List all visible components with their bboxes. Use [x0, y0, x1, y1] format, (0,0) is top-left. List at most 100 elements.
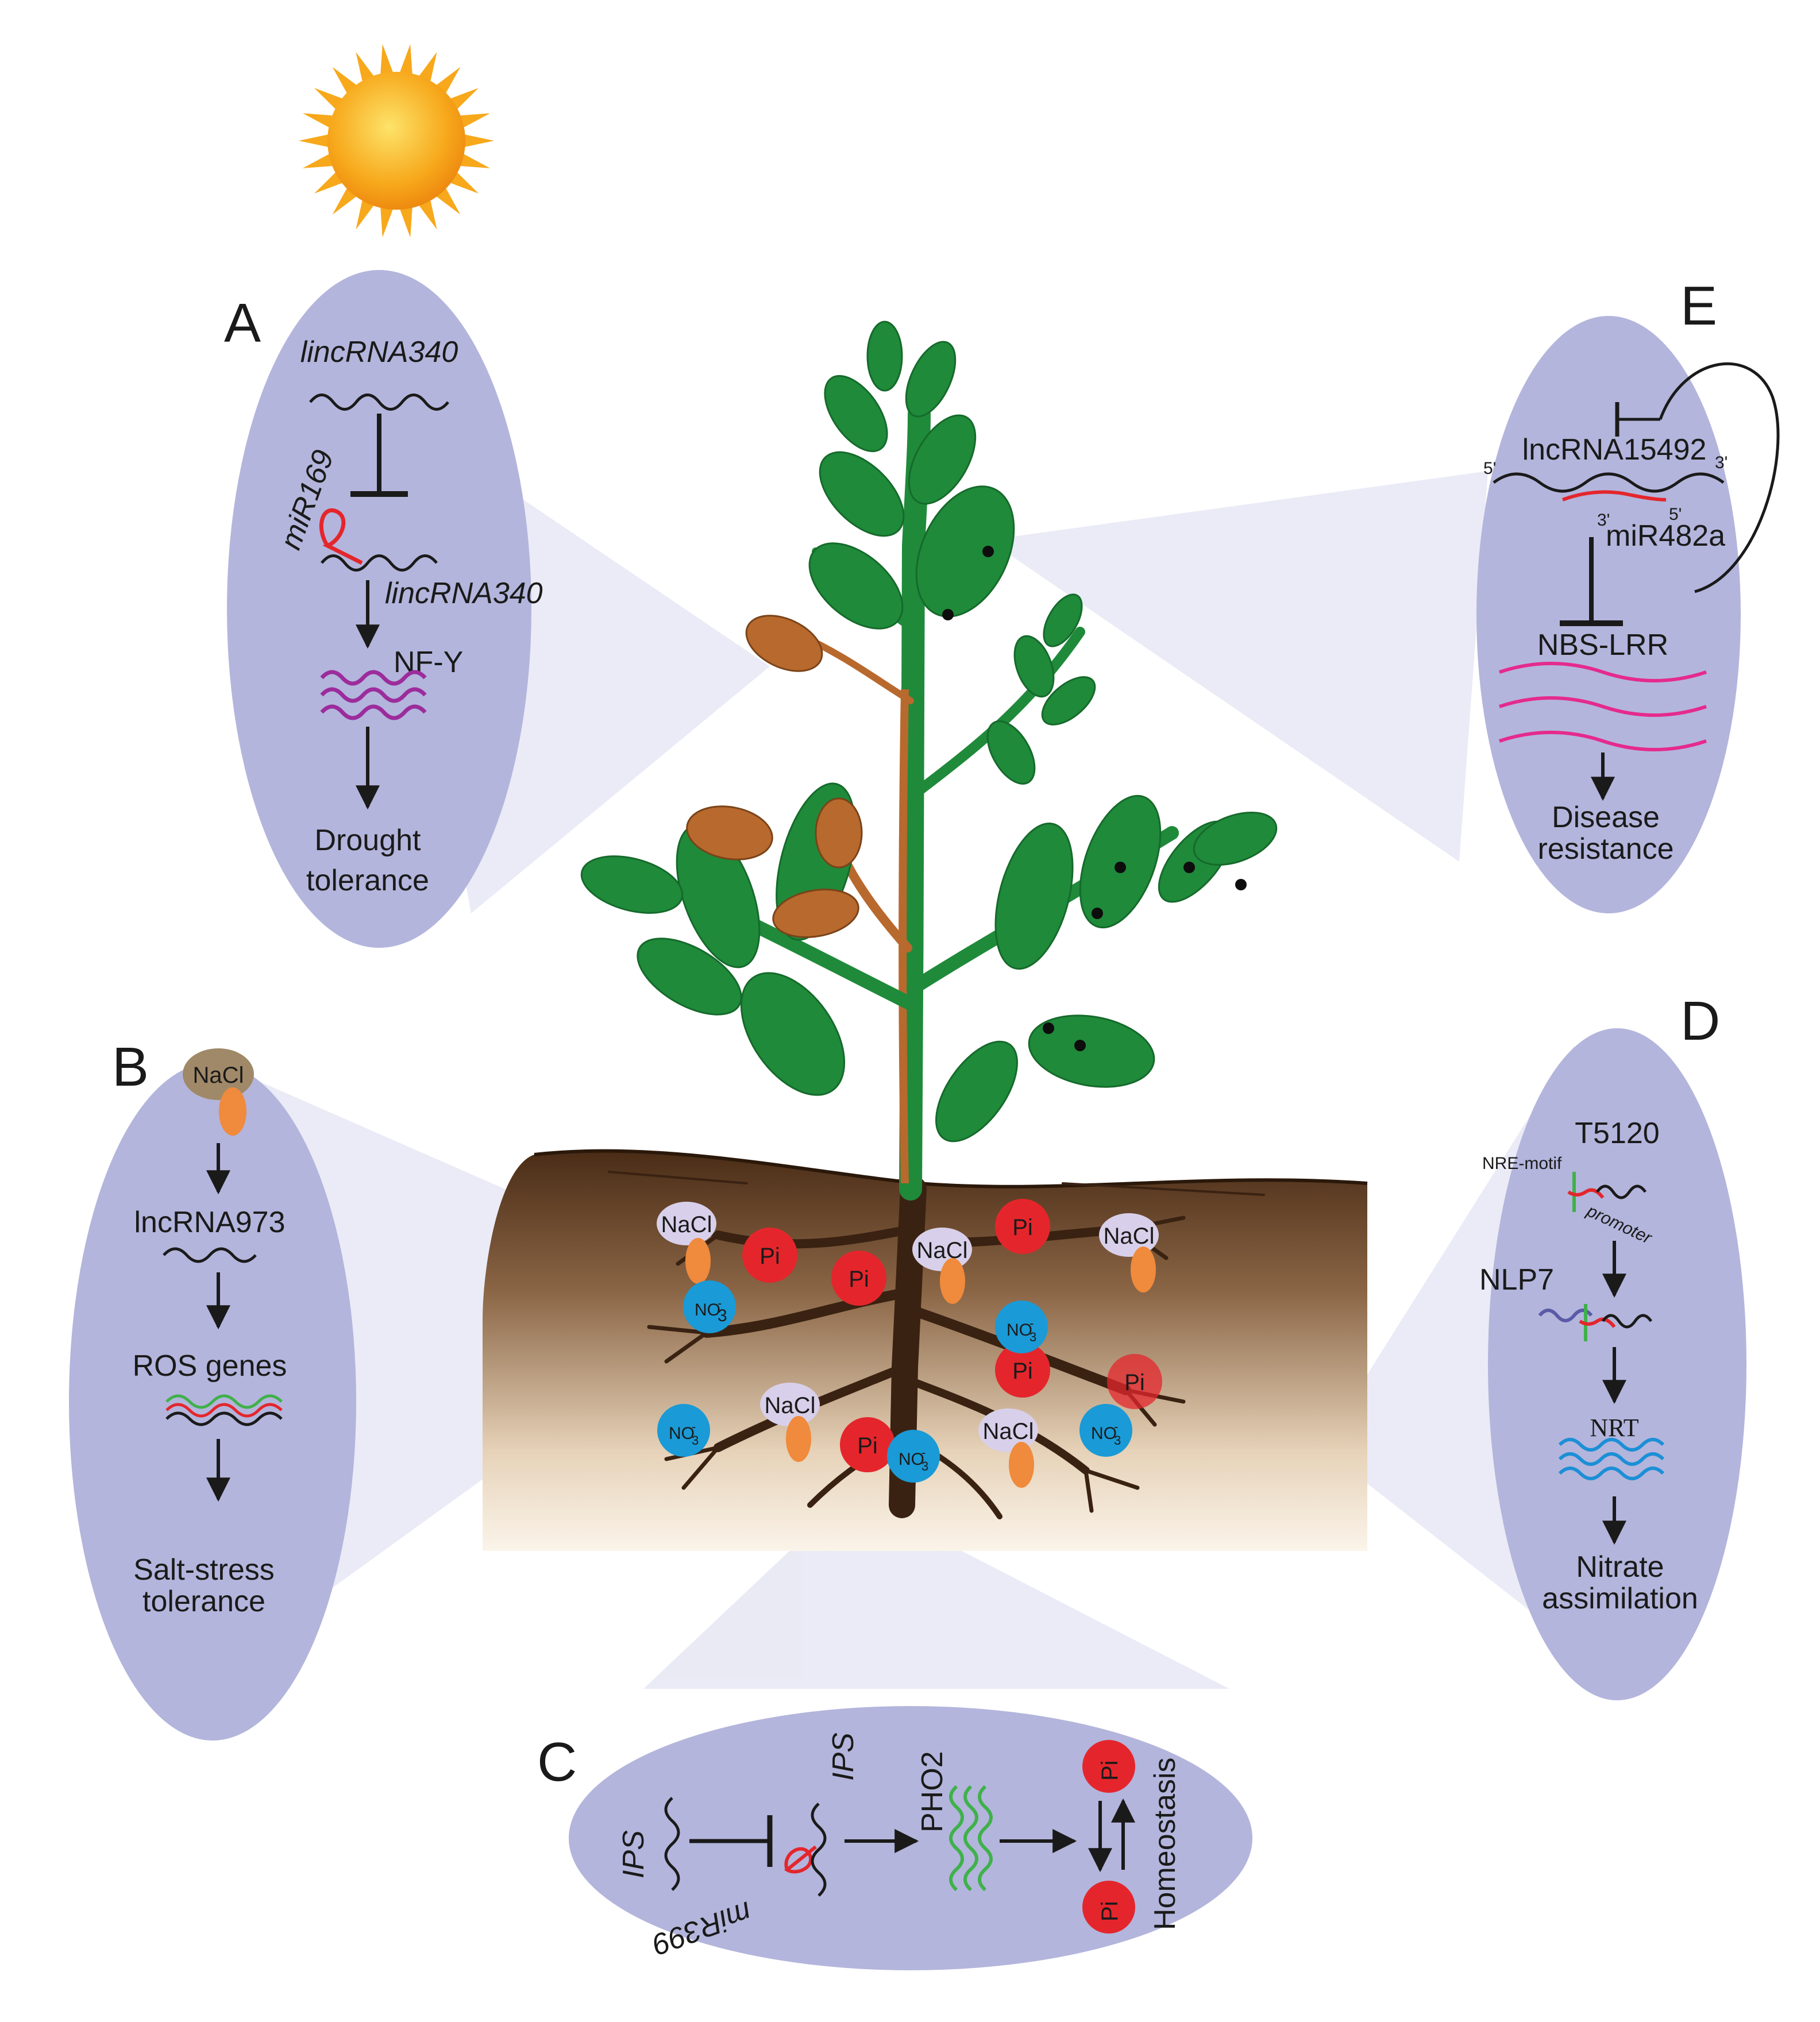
nacl-marker: NaCl — [912, 1228, 972, 1304]
svg-text:Pi: Pi — [857, 1433, 878, 1458]
sun-ray — [460, 154, 491, 168]
outcome-label: Disease — [1552, 801, 1660, 834]
svg-text:3': 3' — [1715, 453, 1728, 472]
svg-text:NaCl: NaCl — [765, 1393, 816, 1418]
nlp7-protein — [1538, 1309, 1593, 1322]
pho2-mrna — [949, 1785, 993, 1892]
sun-ray — [302, 113, 333, 128]
sun-icon — [299, 44, 494, 238]
sun-ray — [419, 200, 437, 230]
soil-ions: NaCl NaCl NaCl NaCl NaCl — [657, 1199, 1162, 1488]
svg-text:Pi: Pi — [1097, 1901, 1123, 1921]
sun-ray — [299, 134, 328, 147]
nbs-lrr-mrna — [1499, 662, 1707, 751]
nacl-marker: NaCl — [978, 1409, 1038, 1488]
svg-text:Pi: Pi — [1097, 1760, 1123, 1781]
pi-marker — [1082, 1740, 1135, 1793]
outcome-label: resistance — [1538, 832, 1674, 866]
pho2-label: PHO2 — [916, 1751, 949, 1832]
svg-text:-: - — [718, 1296, 722, 1310]
panel-e: E lncRNA15492 5' 3' 3' 5' miR482a NBS-LR… — [1476, 275, 1780, 913]
svg-text:3: 3 — [692, 1433, 699, 1448]
svg-text:NO: NO — [1007, 1321, 1032, 1340]
pi-marker — [1107, 1354, 1162, 1409]
panel-letter: C — [537, 1731, 577, 1793]
sun-ray — [314, 172, 342, 194]
svg-text:-: - — [692, 1419, 696, 1434]
rna-wave — [309, 393, 449, 411]
panel-c: C IPS miR399 IPS PHO2 Pi Pi Homeostasis — [537, 1706, 1252, 1970]
svg-text:5': 5' — [1669, 505, 1682, 524]
svg-text:-: - — [1114, 1419, 1118, 1434]
nlp7-label: NLP7 — [1479, 1263, 1554, 1296]
pi-marker — [742, 1228, 797, 1283]
nrt-mrna — [1558, 1438, 1665, 1480]
mirna-hairpin — [784, 1845, 817, 1874]
plant — [580, 321, 1278, 1201]
outcome-label: Nitrate — [1576, 1550, 1664, 1584]
nfy-mrna — [320, 670, 427, 720]
gene-label: T5120 — [1575, 1117, 1659, 1150]
sun-ray — [380, 44, 393, 74]
panel-letter: D — [1680, 990, 1720, 1052]
cleaved-rna-wave — [321, 554, 438, 572]
panel-d-oval — [1488, 1028, 1746, 1700]
sun-ray — [332, 188, 356, 215]
outcome-label: tolerance — [142, 1585, 265, 1618]
rna-wave — [163, 1247, 257, 1263]
pi-marker — [995, 1199, 1050, 1254]
sun-ray — [380, 207, 393, 238]
sun-ray — [450, 88, 479, 109]
outcome-label: Salt-stress — [133, 1553, 275, 1587]
no3-marker — [995, 1301, 1048, 1353]
no3-marker — [683, 1280, 736, 1333]
brown-leaves — [686, 615, 863, 938]
no3-marker — [887, 1430, 940, 1483]
lincrna-label: lincRNA340 — [300, 335, 458, 369]
ros-genes-label: ROS genes — [133, 1349, 287, 1383]
panel-a: A lincRNA340 miR169 lincRNA340 NF-Y Drou… — [224, 270, 543, 948]
sun-ray — [314, 88, 342, 109]
panel-e-oval — [1476, 316, 1741, 913]
svg-text:3: 3 — [1029, 1330, 1036, 1344]
sun-ray — [437, 188, 461, 215]
sun-ray — [332, 67, 356, 93]
green-leaves — [580, 321, 1278, 1143]
mirna-hairpin — [319, 508, 363, 565]
outcome-label: Drought — [315, 824, 422, 857]
no3-marker — [1079, 1404, 1132, 1457]
panel-d: D T5120 NRE-motif promoter NLP7 NRT Nitr… — [1479, 990, 1746, 1700]
panel-letter: B — [112, 1036, 149, 1098]
pi-marker — [995, 1342, 1050, 1398]
lncrna-wave — [1493, 472, 1725, 493]
mirna-strand — [1561, 490, 1667, 501]
cone-c — [643, 1494, 1229, 1689]
svg-text:NaCl: NaCl — [983, 1419, 1034, 1444]
sun-ray — [450, 172, 479, 194]
nacl-label: NaCl — [193, 1063, 244, 1088]
nrt-label: NRT — [1590, 1414, 1638, 1442]
rna-wave — [1595, 1184, 1647, 1199]
svg-text:3': 3' — [1597, 511, 1610, 530]
svg-text:NO: NO — [899, 1450, 924, 1469]
sun-ray — [356, 52, 374, 81]
cleaved-ips-wave — [811, 1803, 827, 1897]
svg-text:Pi: Pi — [1012, 1215, 1033, 1240]
mirna-label: miR482a — [1606, 519, 1725, 553]
sun-ray — [400, 44, 412, 74]
svg-text:NO: NO — [695, 1301, 720, 1319]
sun-ray — [400, 207, 412, 238]
pi-marker — [840, 1417, 895, 1472]
sun-ray — [302, 154, 333, 168]
svg-text:Pi: Pi — [849, 1267, 869, 1292]
svg-text:NaCl: NaCl — [1104, 1224, 1155, 1249]
homeostasis-label: Homeostasis — [1148, 1757, 1182, 1930]
svg-text:NaCl: NaCl — [917, 1238, 968, 1263]
pi-marker — [1082, 1881, 1135, 1934]
svg-text:-: - — [1029, 1316, 1034, 1330]
ros-gene-mrna — [165, 1394, 283, 1426]
sun-ray — [460, 113, 491, 128]
svg-text:3: 3 — [718, 1306, 727, 1325]
svg-text:NO: NO — [1091, 1424, 1117, 1443]
sun-ray — [356, 200, 374, 230]
